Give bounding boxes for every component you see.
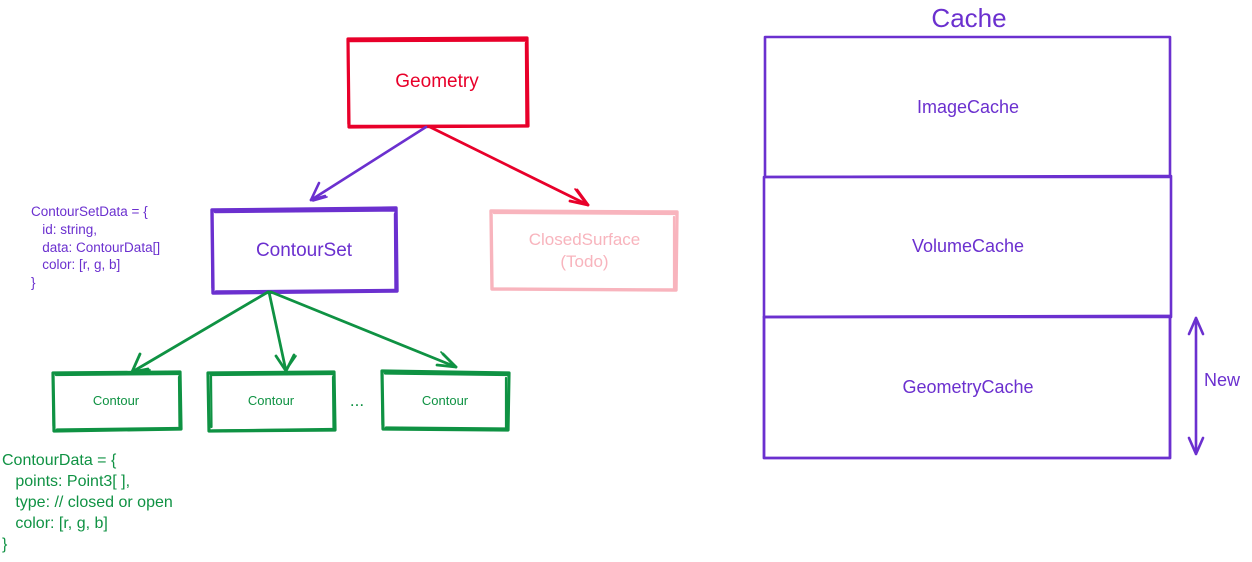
contour-node-label-2: Contour bbox=[247, 392, 295, 408]
arrow-contourset-to-contour-3 bbox=[269, 290, 458, 369]
arrow-contourset-to-contour-1 bbox=[130, 290, 270, 374]
closedsurface-node-label: ClosedSurface (Todo) bbox=[528, 230, 641, 271]
new-range-arrow bbox=[1187, 316, 1205, 456]
arrow-geometry-to-contourset bbox=[309, 125, 428, 202]
contourset-node-label: ContourSet bbox=[255, 240, 353, 262]
contour-data-annotation: ContourData = { points: Point3[ ], type:… bbox=[2, 452, 173, 554]
arrow-geometry-to-closedsurface bbox=[428, 125, 590, 207]
cache-row-label-imagecache: ImageCache bbox=[916, 96, 1020, 117]
contour-ellipsis-label: ... bbox=[349, 391, 365, 411]
cache-row-label-volumecache: VolumeCache bbox=[911, 236, 1025, 257]
contour-set-data-annotation: ContourSetData = { id: string, data: Con… bbox=[31, 204, 161, 291]
new-marker-label: New bbox=[1204, 369, 1241, 390]
arrow-contourset-to-contour-2 bbox=[267, 290, 297, 373]
cache-row-label-geometrycache: GeometryCache bbox=[902, 376, 1034, 397]
cache-title: Cache bbox=[931, 2, 1007, 33]
geometry-node-label: Geometry bbox=[395, 71, 479, 93]
contour-node-label-1: Contour bbox=[92, 392, 140, 408]
contour-node-label-3: Contour bbox=[421, 392, 469, 408]
